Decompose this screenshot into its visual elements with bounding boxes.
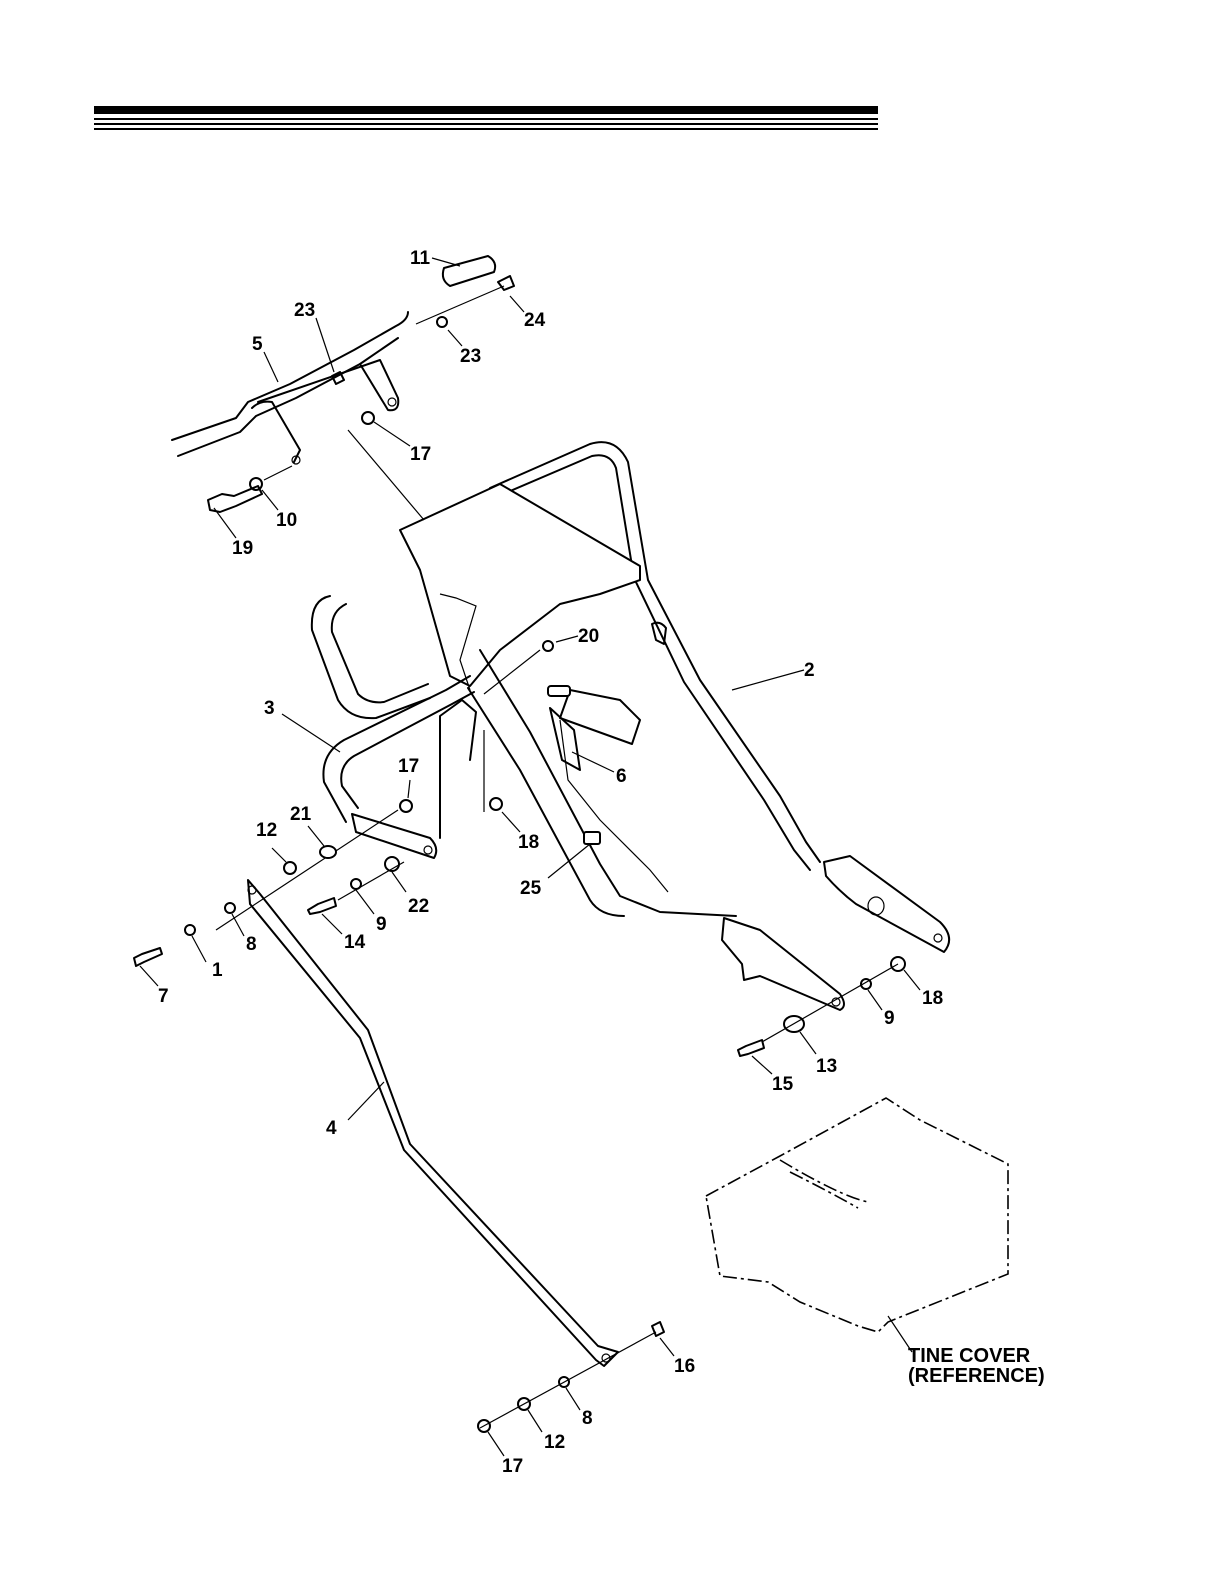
hardware [134, 276, 905, 1432]
leader-lines [140, 258, 920, 1456]
label-10: 10 [276, 510, 297, 531]
label-2: 2 [804, 660, 815, 681]
part-6-control-lever [548, 686, 640, 770]
label-12-b: 12 [544, 1432, 565, 1453]
label-18-a: 18 [518, 832, 539, 853]
label-11: 11 [410, 248, 431, 269]
label-8-a: 8 [246, 934, 257, 955]
label-17-a: 17 [410, 444, 431, 465]
label-13: 13 [816, 1056, 837, 1077]
label-1: 1 [212, 960, 223, 981]
label-15: 15 [772, 1074, 794, 1095]
label-17-c: 17 [502, 1456, 523, 1477]
label-20: 20 [578, 626, 599, 647]
part-2-lower-bracket [468, 650, 844, 1010]
label-5: 5 [252, 334, 263, 355]
part-11-grip [443, 256, 495, 286]
label-4: 4 [326, 1118, 337, 1139]
label-9-b: 9 [884, 1008, 895, 1029]
label-17-b: 17 [398, 756, 419, 777]
label-19: 19 [232, 538, 253, 559]
label-25: 25 [520, 878, 542, 899]
label-16: 16 [674, 1356, 695, 1377]
tine-cover-reference-caption: TINE COVER (REFERENCE) [908, 1345, 1045, 1387]
label-14: 14 [344, 932, 366, 953]
tine-cover [706, 1098, 1008, 1332]
part-4-lower-bar [248, 880, 618, 1366]
label-23-a: 23 [294, 300, 315, 321]
label-6: 6 [616, 766, 627, 787]
label-18-b: 18 [922, 988, 943, 1009]
label-23-b: 23 [460, 346, 481, 367]
label-12-a: 12 [256, 820, 277, 841]
label-22: 22 [408, 896, 429, 917]
label-24: 24 [524, 310, 546, 331]
label-21: 21 [290, 804, 312, 825]
part-2-main-handle [312, 442, 949, 952]
reference-line-2: (REFERENCE) [908, 1365, 1045, 1387]
label-9-a: 9 [376, 914, 387, 935]
label-7: 7 [158, 986, 169, 1007]
part-5-upper-handle [172, 312, 408, 464]
label-8-b: 8 [582, 1408, 593, 1429]
label-3: 3 [264, 698, 275, 719]
header-rules [94, 106, 878, 130]
reference-line-1: TINE COVER [908, 1345, 1031, 1367]
